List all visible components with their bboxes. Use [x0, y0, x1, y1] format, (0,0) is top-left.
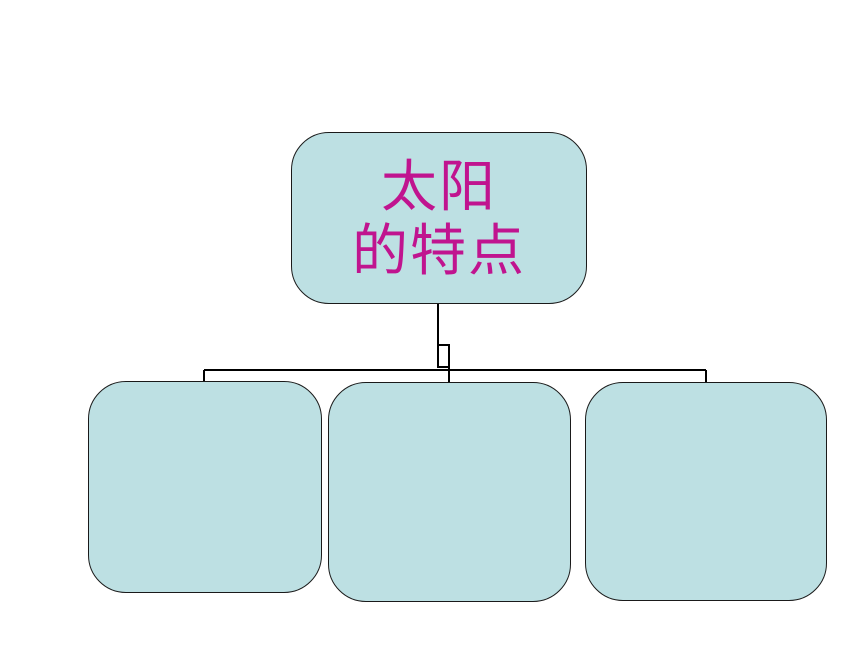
junction-bracket: [437, 344, 450, 368]
child-node-middle[interactable]: [328, 382, 571, 602]
child-node-right[interactable]: [585, 382, 827, 601]
child-node-left[interactable]: [88, 381, 322, 593]
root-node[interactable]: 太阳 的特点: [291, 132, 587, 304]
root-node-title: 太阳 的特点: [352, 156, 526, 284]
root-title-line-1: 太阳: [381, 155, 497, 220]
root-title-line-2: 的特点: [352, 219, 526, 284]
